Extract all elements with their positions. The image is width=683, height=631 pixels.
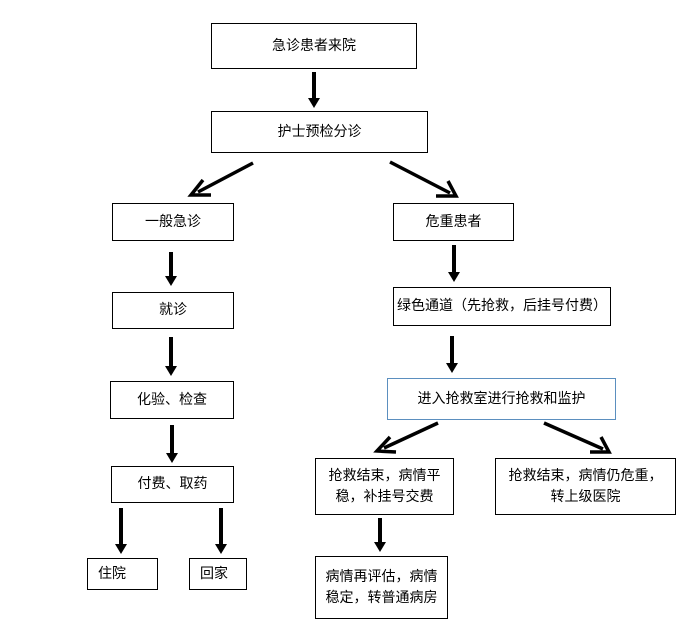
node-rescue-critical: 抢救结束，病情仍危重， 转上级医院	[495, 458, 676, 515]
node-critical-label: 危重患者	[425, 213, 482, 230]
arrow-triage-to-general	[187, 161, 254, 197]
arrow-arrival-to-triage	[308, 72, 320, 108]
node-general-label: 一般急诊	[145, 213, 201, 230]
node-green-channel-label: 绿色通道（先抢救，后挂号付费）	[397, 298, 607, 314]
arrow-pay-to-home	[215, 508, 227, 554]
arrow-rescue-to-stable	[373, 421, 439, 454]
node-general: 一般急诊	[112, 203, 234, 241]
node-green-channel: 绿色通道（先抢救，后挂号付费）	[393, 287, 611, 326]
arrow-general-to-consult	[165, 252, 177, 286]
node-rescue-critical-line1: 抢救结束，病情仍危重，	[508, 467, 663, 484]
node-go-home-label: 回家	[200, 565, 228, 582]
node-reassess-line1: 病情再评估，病情	[325, 568, 438, 585]
node-triage: 护士预检分诊	[211, 111, 428, 153]
node-pay-medicine-label: 付费、取药	[137, 476, 208, 492]
node-consult-label: 就诊	[159, 302, 187, 318]
node-hospitalize-label: 住院	[98, 565, 126, 582]
node-arrival-label: 急诊患者来院	[272, 37, 356, 54]
node-rescue-room: 进入抢救室进行抢救和监护	[387, 378, 616, 420]
arrow-consult-to-tests	[165, 337, 177, 376]
node-reassess-text: 病情再评估，病情 稳定，转普通病房	[326, 567, 438, 609]
node-arrival: 急诊患者来院	[211, 23, 417, 69]
node-consult: 就诊	[112, 292, 234, 329]
node-tests-label: 化验、检查	[137, 391, 207, 408]
node-go-home: 回家	[189, 558, 247, 590]
node-tests: 化验、检查	[110, 381, 234, 419]
arrow-green-to-rescue	[446, 336, 458, 373]
node-hospitalize: 住院	[87, 558, 158, 590]
node-rescue-stable: 抢救结束，病情平 稳，补挂号交费	[315, 458, 454, 515]
node-rescue-critical-line2: 转上级医院	[550, 488, 621, 505]
node-critical: 危重患者	[393, 203, 514, 241]
node-rescue-stable-line2: 稳，补挂号交费	[335, 488, 434, 505]
arrow-tests-to-pay	[166, 425, 178, 463]
arrow-pay-to-hospitalize	[115, 508, 127, 554]
node-triage-label: 护士预检分诊	[277, 123, 362, 140]
node-rescue-stable-text: 抢救结束，病情平 稳，补挂号交费	[329, 466, 441, 508]
arrow-rescue-to-critical	[543, 421, 612, 454]
arrow-critical-to-green	[448, 245, 460, 282]
node-reassess: 病情再评估，病情 稳定，转普通病房	[315, 556, 448, 619]
node-reassess-line2: 稳定，转普通病房	[325, 589, 438, 606]
node-pay-medicine: 付费、取药	[111, 466, 234, 503]
arrow-triage-to-critical	[389, 160, 459, 198]
node-rescue-critical-text: 抢救结束，病情仍危重， 转上级医院	[509, 466, 663, 508]
node-rescue-room-label: 进入抢救室进行抢救和监护	[417, 390, 586, 407]
node-rescue-stable-line1: 抢救结束，病情平	[328, 467, 441, 484]
arrow-stable-to-reassess	[374, 518, 386, 552]
